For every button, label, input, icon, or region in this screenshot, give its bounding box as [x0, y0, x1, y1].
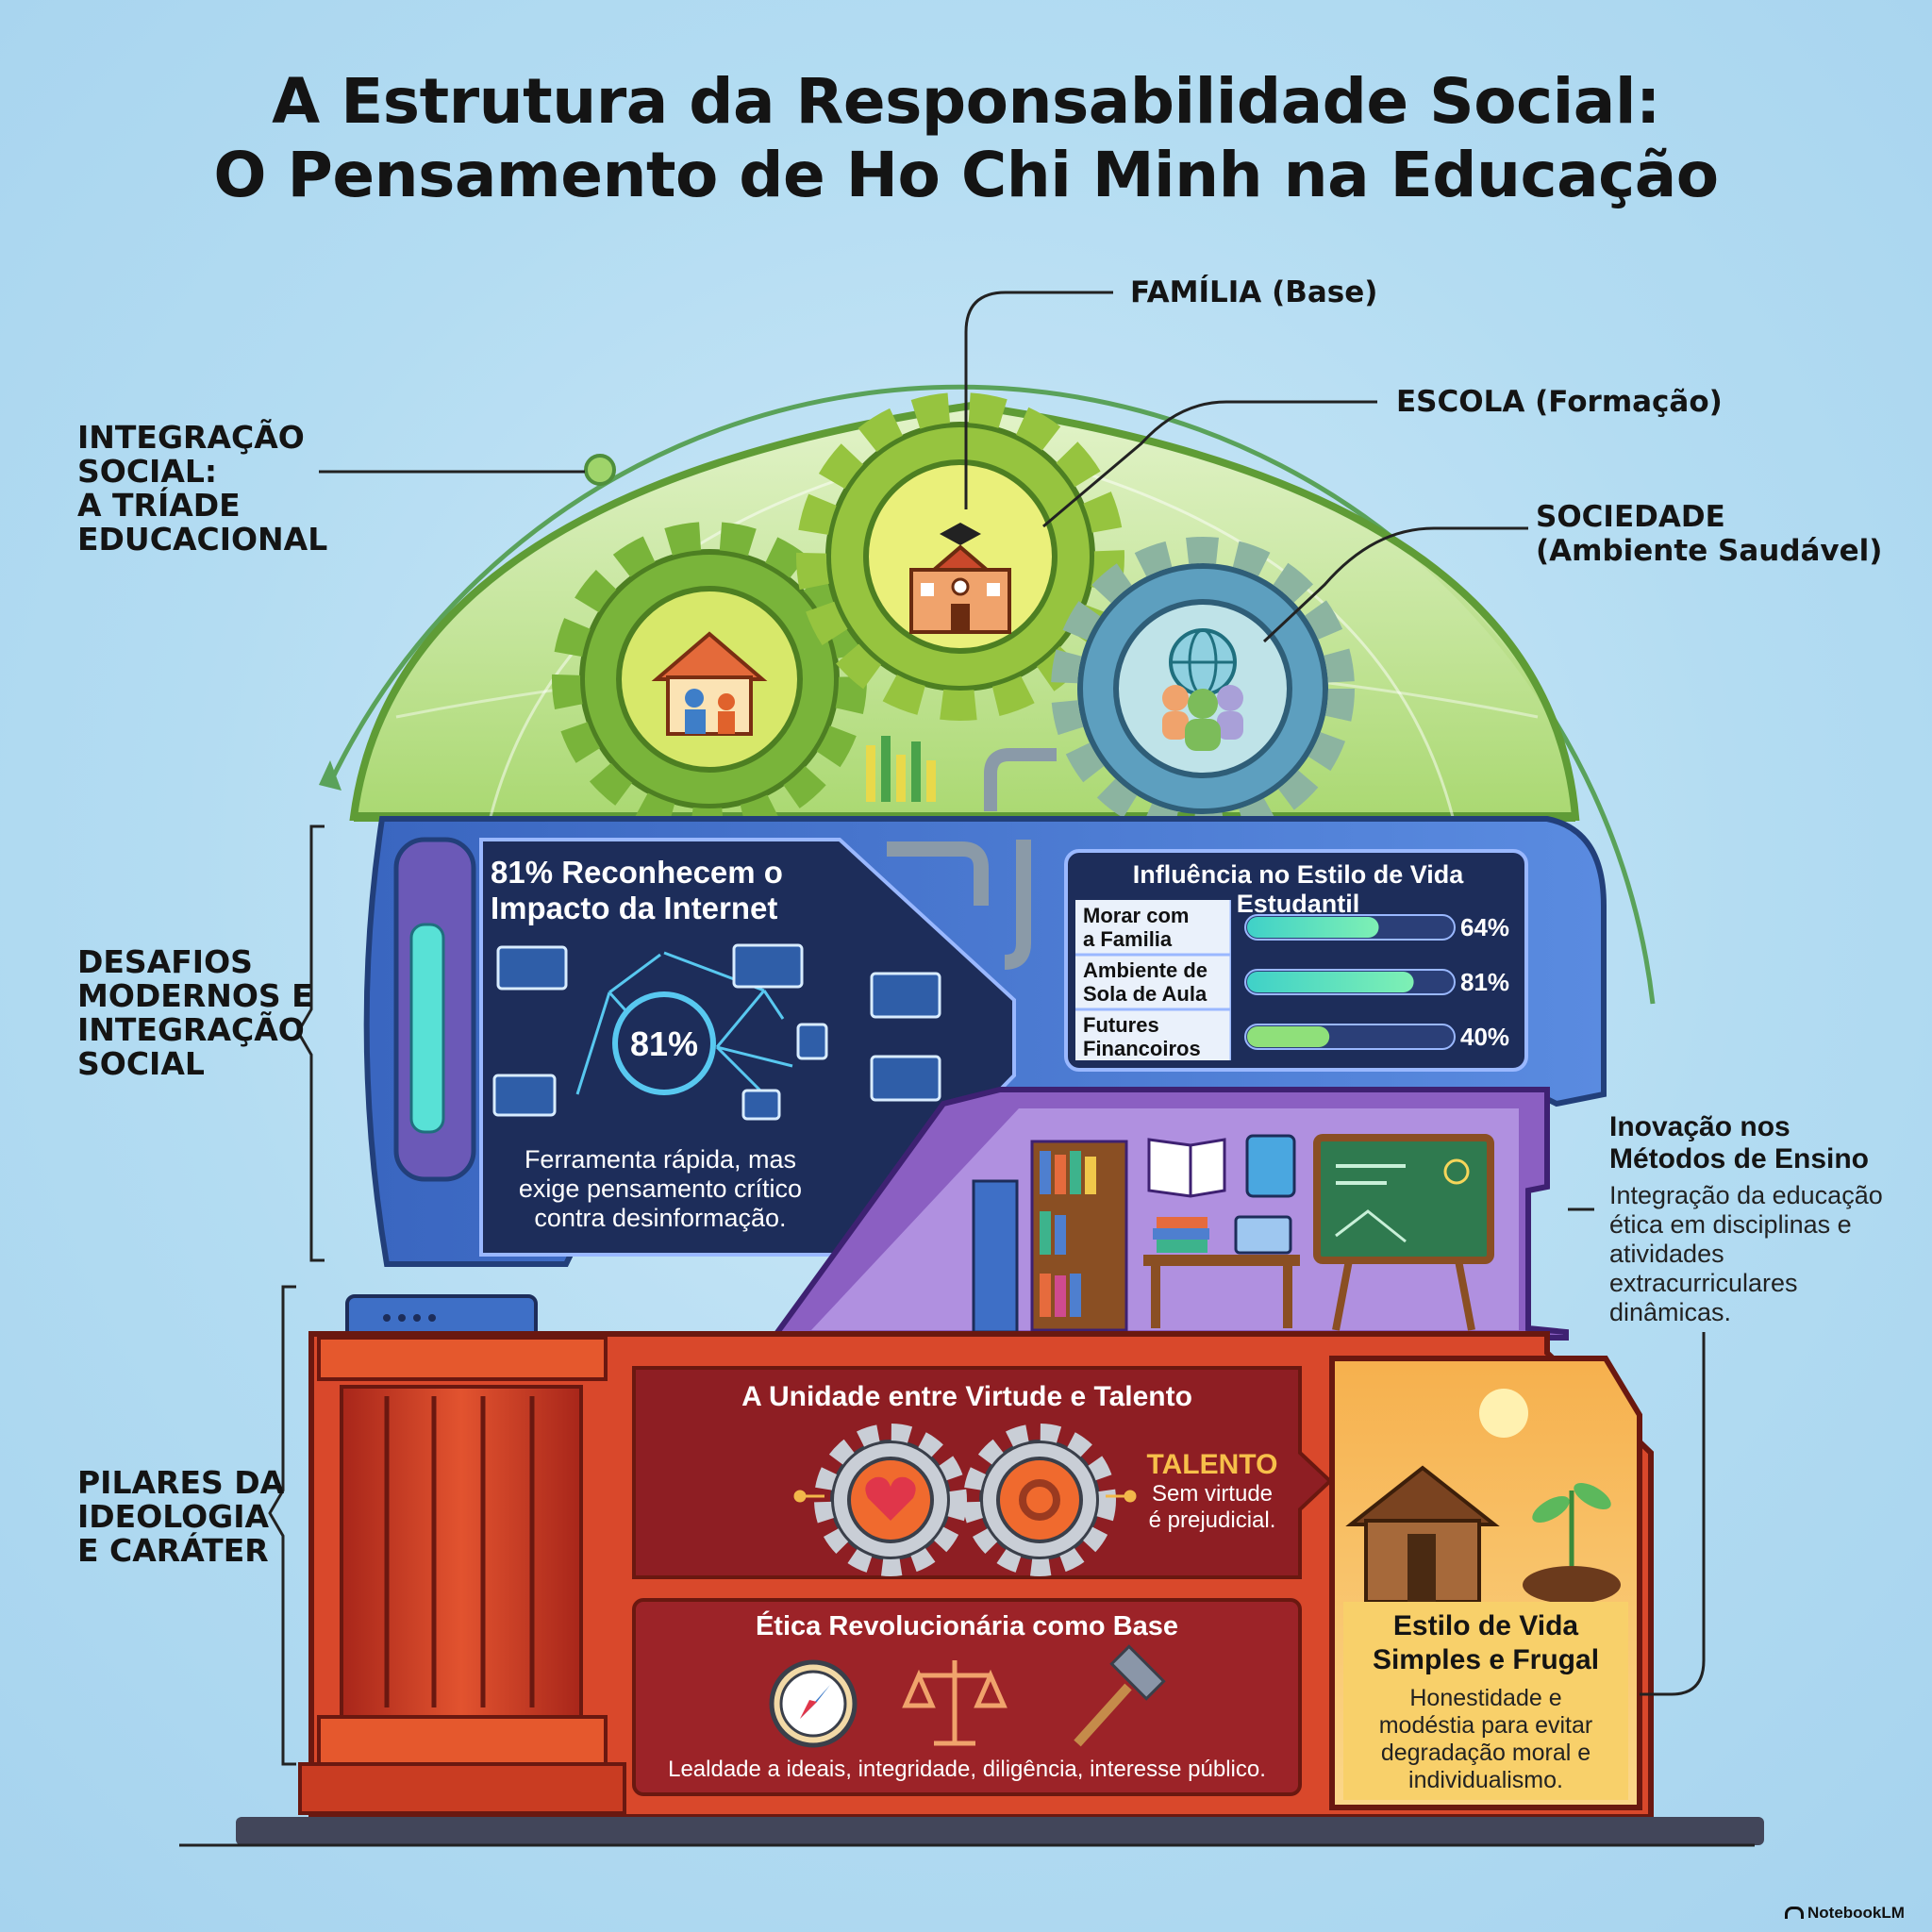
influence-heading: Influência no Estilo de Vida Estudantil — [1132, 860, 1464, 918]
callout-lines — [319, 291, 1706, 1696]
globe-people-icon — [1162, 628, 1243, 751]
lightbulb-icon — [1443, 1158, 1470, 1185]
house-family-icon — [651, 631, 768, 736]
unity-heading: A Unidade entre Virtude e Talento — [741, 1381, 1192, 1412]
side-label-triade: INTEGRAÇÃO SOCIAL: A TRÍADE EDUCACIONAL — [77, 419, 328, 558]
innovation-body: Integração da educação ética em discipli… — [1609, 1181, 1883, 1326]
desk-icon — [1143, 1215, 1300, 1328]
talent-text-1: Sem virtude — [1151, 1481, 1274, 1507]
influence-bar-fill — [1247, 972, 1414, 992]
influence-bar-fill — [1247, 1026, 1330, 1047]
arc-arrowhead-icon — [319, 760, 341, 791]
red-base — [179, 1294, 1764, 1847]
pipes-decoration — [887, 840, 1031, 970]
tablet-icon — [1245, 1134, 1296, 1198]
sprout-icon — [1523, 1483, 1621, 1604]
talent-title: TALENTO — [1146, 1449, 1278, 1480]
influence-row-label-1: Morar com a Familia — [1083, 904, 1190, 951]
internet-caption: Ferramenta rápida, mas exige pensamento … — [518, 1145, 803, 1232]
talent-gear — [963, 1424, 1116, 1576]
influence-row-label-3: Futures Financoiros — [1083, 1013, 1201, 1060]
arc-node-icon — [584, 454, 616, 486]
callout-escola: ESCOLA (Formação) — [1396, 385, 1723, 419]
frugal-body: Honestidade e modéstia para evitar degra… — [1378, 1685, 1593, 1793]
ethics-caption: Lealdade a ideais, integridade, diligênc… — [668, 1757, 1266, 1782]
callout-familia: FAMÍLIA (Base) — [1130, 275, 1378, 309]
computer-icons — [492, 943, 941, 1121]
influence-panel — [1064, 849, 1528, 1072]
society-gear — [1051, 537, 1355, 841]
influence-bar-fill — [1247, 917, 1379, 938]
talent-text-2: é prejudicial. — [1148, 1507, 1276, 1533]
hut-icon — [1345, 1465, 1500, 1604]
compass-icon — [769, 1659, 858, 1748]
school-gear — [796, 392, 1124, 721]
frugal-title: Estilo de Vida Simples e Frugal — [1372, 1610, 1600, 1675]
school-building-icon — [909, 523, 1011, 634]
dome-bars-decoration — [866, 736, 1057, 811]
greek-column-icon — [298, 1336, 626, 1815]
hammer-icon — [1074, 1644, 1166, 1747]
innovation-title: Inovação nos Métodos de Ensino — [1609, 1111, 1870, 1174]
classroom-room — [768, 1087, 1569, 1341]
cog-icon — [1019, 1479, 1060, 1521]
influence-value-1: 64% — [1460, 913, 1510, 941]
page-title-line-2: O Pensamento de Ho Chi Minh na Educação — [213, 139, 1719, 211]
internet-panel — [479, 838, 1016, 1257]
influence-value-3: 40% — [1460, 1023, 1510, 1051]
influence-bars — [1244, 914, 1456, 1050]
integration-arc — [319, 384, 1656, 1005]
brand-watermark: NotebookLM — [1785, 1904, 1905, 1923]
internet-center-value: 81% — [629, 1024, 699, 1063]
side-braces — [268, 824, 325, 1766]
brand-label: NotebookLM — [1807, 1904, 1905, 1922]
ethics-heading: Ética Revolucionária como Base — [755, 1611, 1179, 1641]
bookshelf-icon — [1030, 1140, 1128, 1332]
heart-icon — [865, 1476, 916, 1521]
scales-icon — [902, 1660, 1008, 1746]
side-label-desafios: DESAFIOS MODERNOS E INTEGRAÇÃO SOCIAL — [77, 943, 313, 1082]
influence-value-2: 81% — [1460, 968, 1510, 996]
callout-sociedade: SOCIEDADE (Ambiente Saudável) — [1536, 500, 1883, 568]
influence-row-label-2: Ambiente de Sola de Aula — [1083, 958, 1208, 1006]
page-title-line-1: A Estrutura da Responsabilidade Social: — [272, 65, 1660, 138]
notebooklm-logo-icon — [1785, 1907, 1804, 1919]
connector-dots — [793, 1490, 1137, 1503]
locker-icon — [972, 1179, 1019, 1334]
chalkboard-icon — [1313, 1134, 1494, 1331]
virtue-heart-gear — [814, 1424, 967, 1576]
sun-icon — [1479, 1389, 1528, 1438]
talent-block: TALENTO Sem virtude é prejudicial. — [1132, 1449, 1292, 1534]
side-label-pilares: PILARES DA IDEOLOGIA E CARÁTER — [77, 1464, 285, 1569]
open-book-icon — [1147, 1138, 1226, 1198]
internet-heading: 81% Reconhecem o Impacto da Internet — [491, 855, 783, 925]
